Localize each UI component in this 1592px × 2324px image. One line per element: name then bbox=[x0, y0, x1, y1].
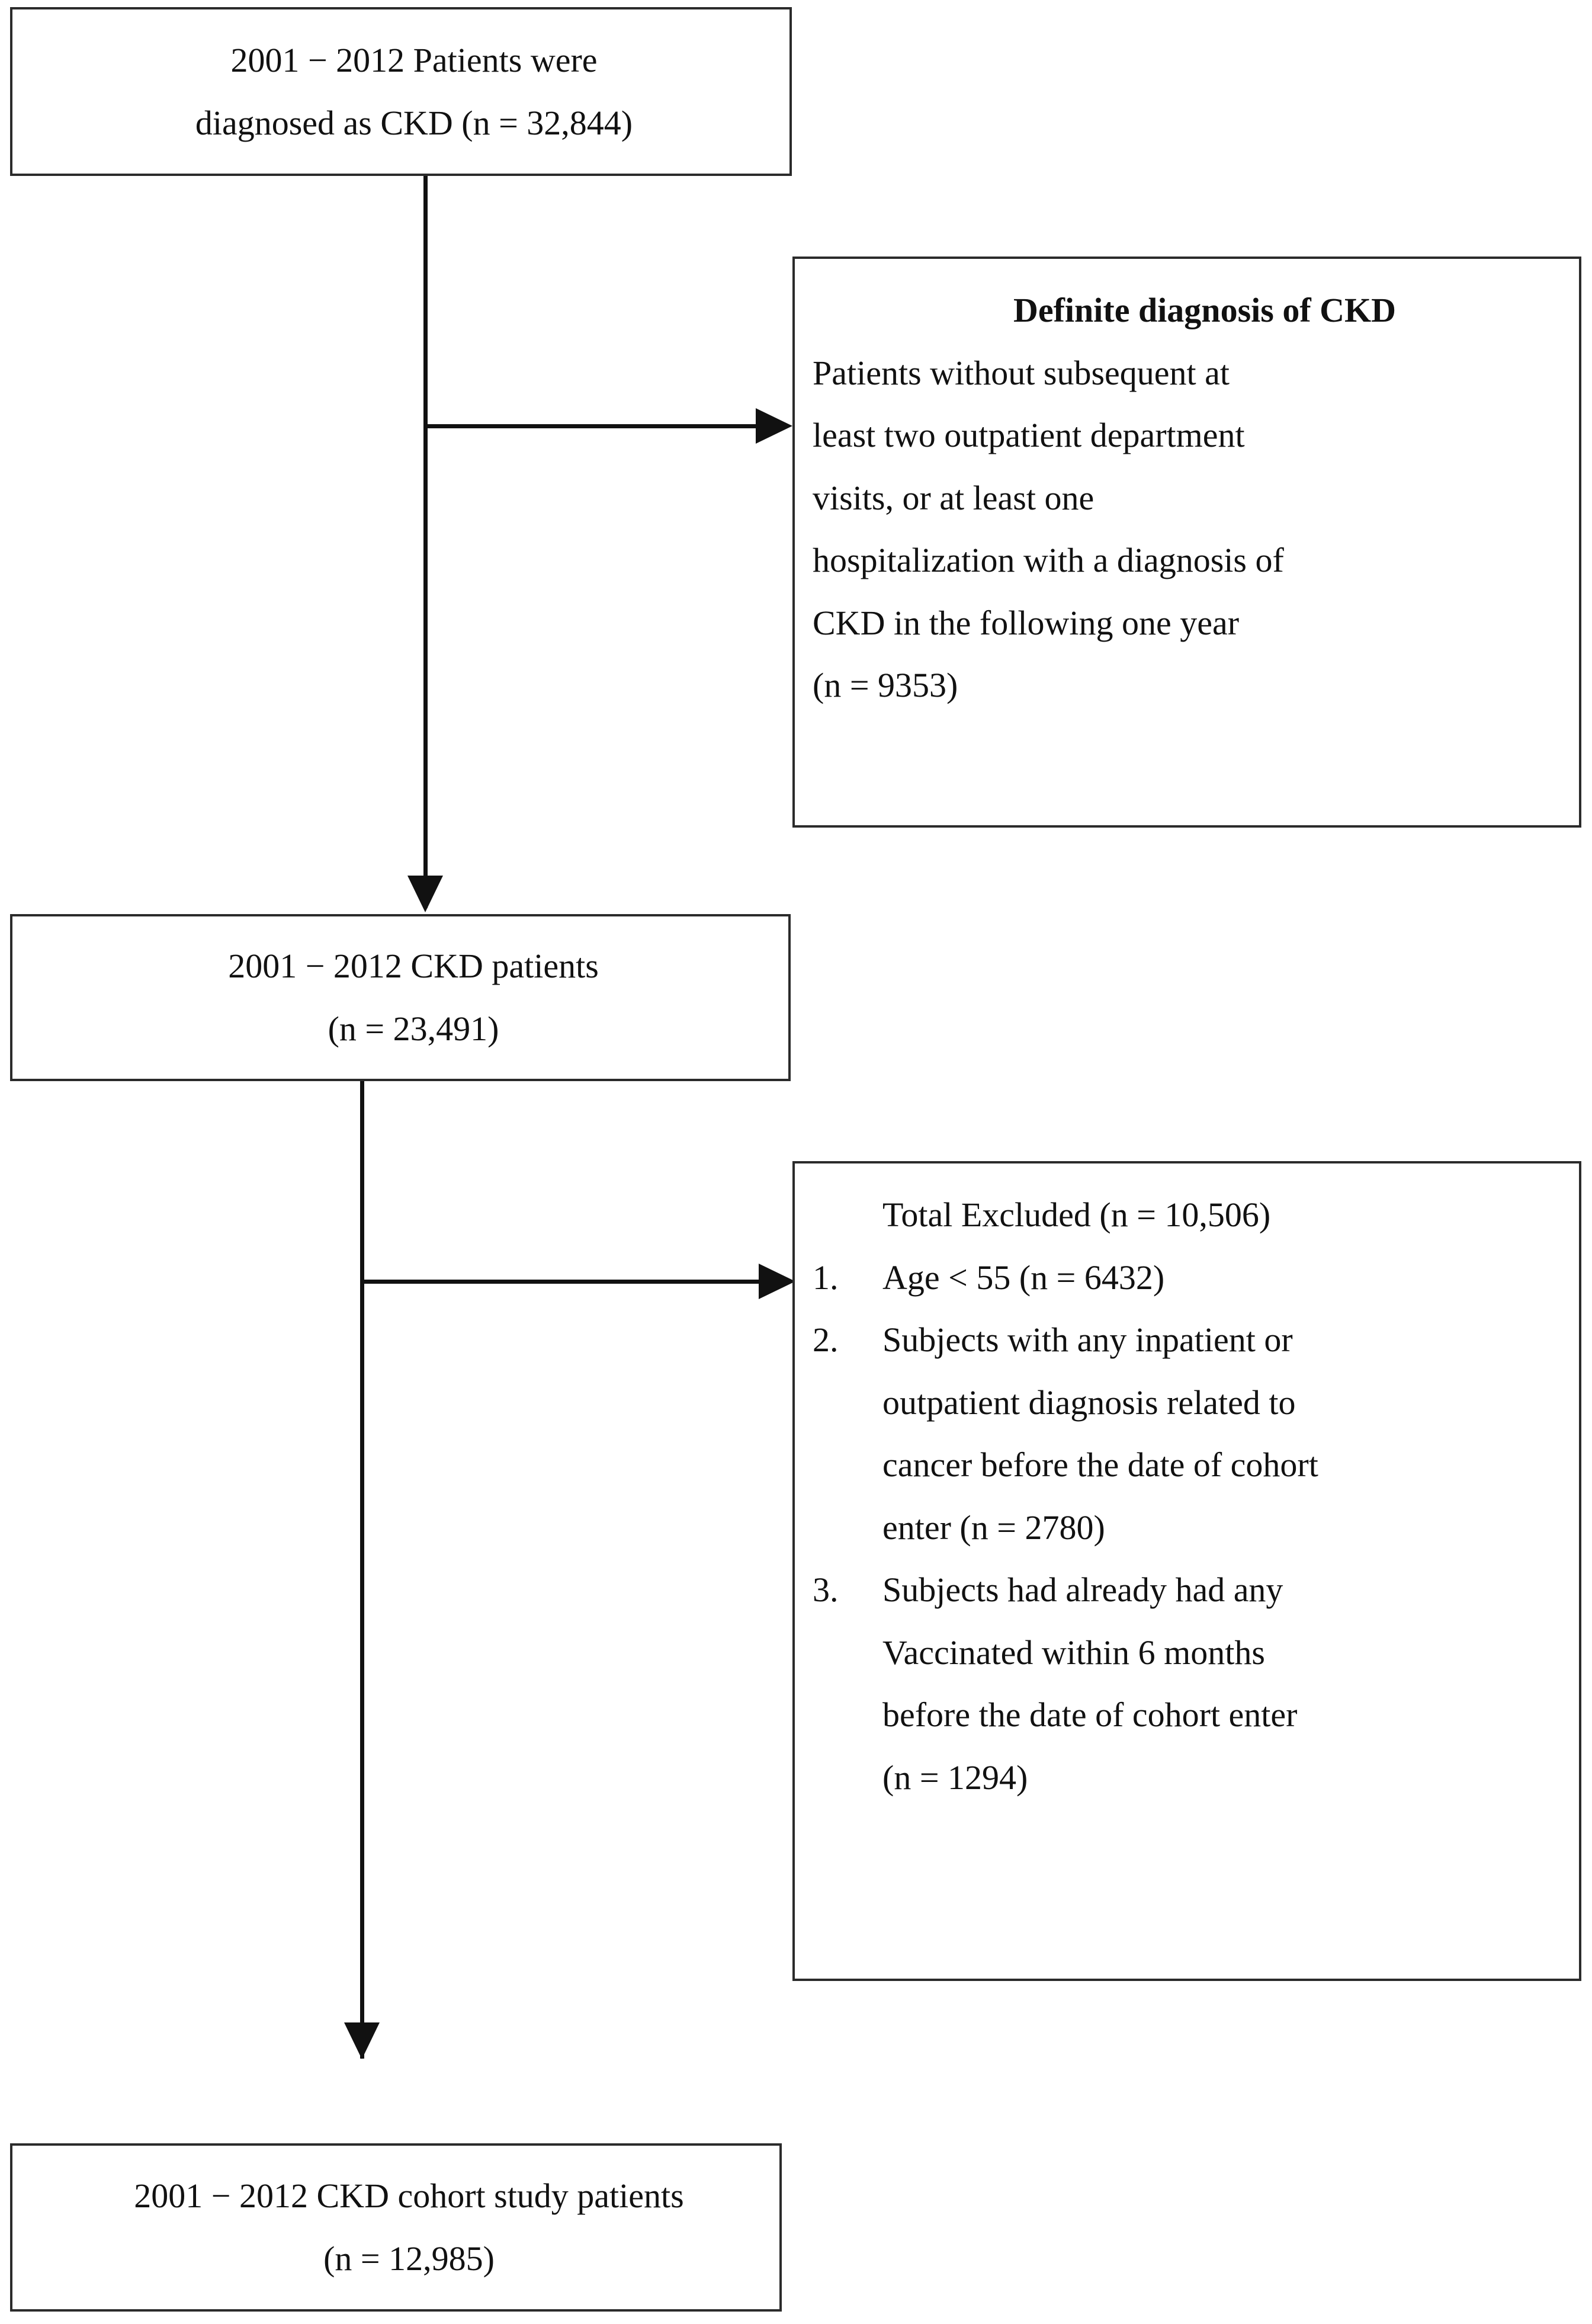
initial-cohort-box: 2001 − 2012 Patients were diagnosed as C… bbox=[10, 7, 792, 176]
connector-initial-to-ckd bbox=[423, 176, 428, 908]
exclusion-item: 3. Subjects had already had any Vaccinat… bbox=[813, 1559, 1592, 1809]
final-cohort-box: 2001 − 2012 CKD cohort study patients (n… bbox=[10, 2143, 782, 2312]
exclusion-2-line-2: outpatient diagnosis related to bbox=[882, 1383, 1296, 1422]
exclusion-2-line-3: cancer before the date of cohort bbox=[882, 1445, 1318, 1485]
exclusion-3-line-1: Subjects had already had any bbox=[882, 1570, 1283, 1610]
exclusion-item-text: Subjects with any inpatient or outpatien… bbox=[882, 1309, 1592, 1559]
exclusion-item: 2. Subjects with any inpatient or outpat… bbox=[813, 1309, 1592, 1559]
arrowhead-down-icon bbox=[344, 2022, 380, 2059]
total-excluded-content: Total Excluded (n = 10,506) 1. Age < 55 … bbox=[795, 1163, 1592, 1999]
arrowhead-down-icon bbox=[407, 876, 443, 912]
exclusion-2-line-4: enter (n = 2780) bbox=[882, 1508, 1105, 1547]
exclusion-3-line-4: (n = 1294) bbox=[882, 1758, 1028, 1797]
definite-diagnosis-line-4: hospitalization with a diagnosis of bbox=[813, 541, 1284, 580]
exclusion-3-line-2: Vaccinated within 6 months bbox=[882, 1633, 1265, 1672]
arrowhead-right-icon bbox=[759, 1264, 795, 1299]
exclusion-item: 1. Age < 55 (n = 6432) bbox=[813, 1246, 1592, 1309]
exclusion-item-number: 3. bbox=[813, 1570, 839, 1610]
definite-diagnosis-box: Definite diagnosis of CKD Patients witho… bbox=[792, 257, 1581, 828]
ckd-patients-content: 2001 − 2012 CKD patients (n = 23,491) bbox=[12, 916, 814, 1079]
definite-diagnosis-line-2: least two outpatient department bbox=[813, 416, 1245, 455]
ckd-patients-line-2: (n = 23,491) bbox=[328, 1009, 499, 1048]
initial-cohort-line-1: 2001 − 2012 Patients were bbox=[230, 40, 598, 79]
ckd-patients-box: 2001 − 2012 CKD patients (n = 23,491) bbox=[10, 914, 791, 1081]
initial-cohort-content: 2001 − 2012 Patients were diagnosed as C… bbox=[12, 9, 816, 174]
ckd-patients-line-1: 2001 − 2012 CKD patients bbox=[228, 947, 599, 986]
definite-diagnosis-content: Definite diagnosis of CKD Patients witho… bbox=[795, 259, 1592, 845]
exclusion-2-line-1: Subjects with any inpatient or bbox=[882, 1320, 1293, 1360]
connector-initial-to-definite bbox=[423, 424, 760, 428]
exclusion-item-text: Age < 55 (n = 6432) bbox=[882, 1246, 1592, 1309]
total-excluded-heading: Total Excluded (n = 10,506) bbox=[882, 1195, 1271, 1234]
exclusion-3-line-3: before the date of cohort enter bbox=[882, 1695, 1298, 1735]
total-excluded-box: Total Excluded (n = 10,506) 1. Age < 55 … bbox=[792, 1161, 1581, 1981]
exclusion-item-number: 1. bbox=[813, 1258, 839, 1297]
connector-ckd-to-excluded bbox=[360, 1280, 763, 1284]
definite-diagnosis-count: (n = 9353) bbox=[813, 666, 958, 705]
definite-diagnosis-line-1: Patients without subsequent at bbox=[813, 353, 1230, 392]
exclusion-item-number: 2. bbox=[813, 1320, 839, 1360]
definite-diagnosis-line-3: visits, or at least one bbox=[813, 478, 1094, 517]
final-cohort-line-1: 2001 − 2012 CKD cohort study patients bbox=[134, 2176, 684, 2216]
definite-diagnosis-line-5: CKD in the following one year bbox=[813, 603, 1240, 642]
final-cohort-content: 2001 − 2012 CKD cohort study patients (n… bbox=[12, 2146, 805, 2309]
exclusion-item-text: Subjects had already had any Vaccinated … bbox=[882, 1559, 1592, 1809]
final-cohort-line-2: (n = 12,985) bbox=[323, 2239, 495, 2278]
connector-ckd-to-final bbox=[360, 1081, 364, 2059]
exclusion-1-line-1: Age < 55 (n = 6432) bbox=[882, 1258, 1165, 1297]
initial-cohort-line-2: diagnosed as CKD (n = 32,844) bbox=[195, 103, 633, 142]
arrowhead-right-icon bbox=[756, 408, 792, 444]
definite-diagnosis-heading: Definite diagnosis of CKD bbox=[1013, 291, 1397, 329]
